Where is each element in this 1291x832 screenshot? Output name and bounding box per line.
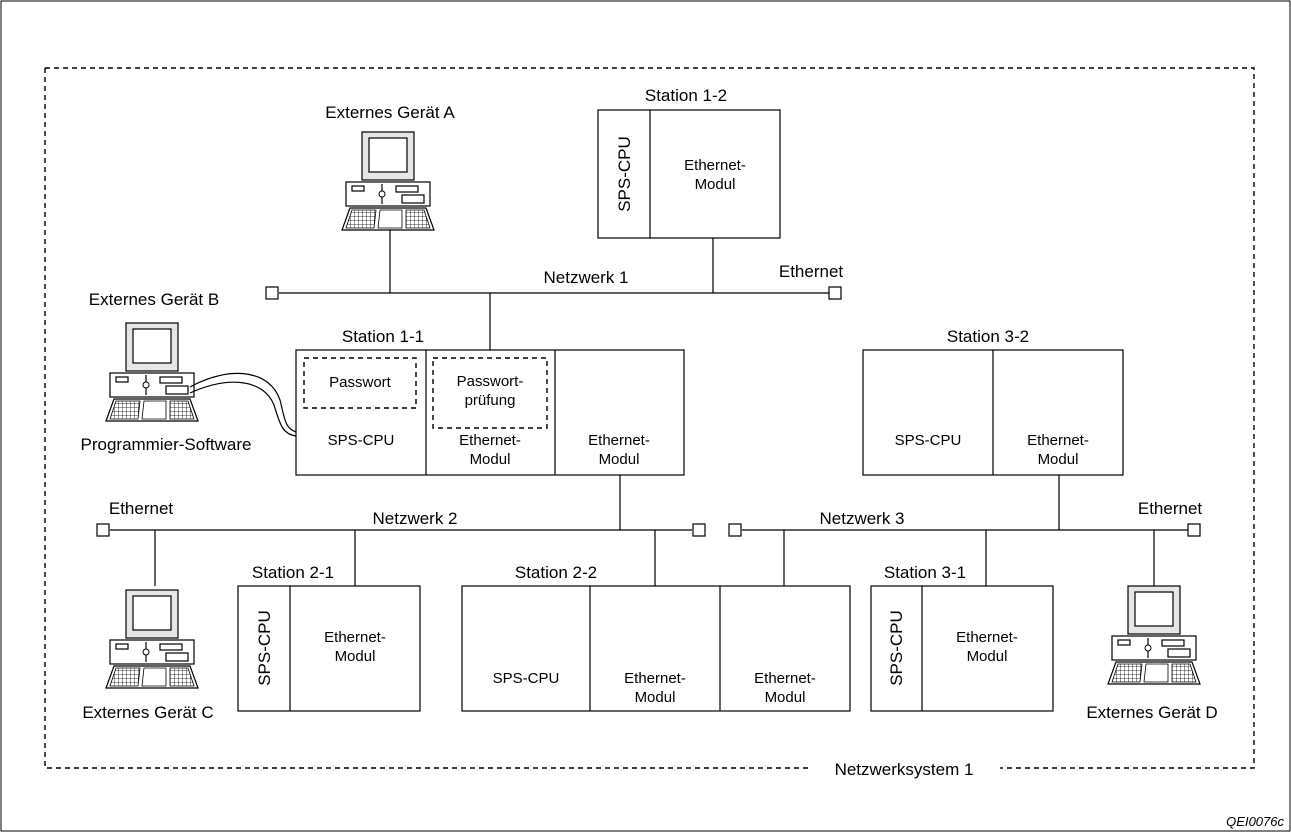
station-2-1-eth-line1: Ethernet- <box>324 629 386 646</box>
station-2-2-title: Station 2-2 <box>515 563 597 582</box>
computer-icon <box>341 131 435 231</box>
station-1-2-title: Station 1-2 <box>645 86 727 105</box>
station-3-1-title: Station 3-1 <box>884 563 966 582</box>
network-1-terminal-left <box>265 286 279 300</box>
station-1-1-cpu-label: SPS-CPU <box>328 432 395 449</box>
station-2-1-title: Station 2-1 <box>252 563 334 582</box>
station-1-1-eth1-line1: Ethernet- <box>459 432 521 449</box>
system-boundary <box>44 67 1255 769</box>
computer-icon <box>105 322 199 422</box>
external-device-b: Externes Gerät B Programmier-Software <box>81 290 297 454</box>
station-3-1-cpu-label: SPS-CPU <box>887 610 906 686</box>
station-1-2-eth-line2: Modul <box>695 176 736 193</box>
password-check-line2: prüfung <box>465 392 516 409</box>
station-1-1-eth1-line2: Modul <box>470 451 511 468</box>
external-device-d: Externes Gerät D <box>1086 585 1218 722</box>
device-c-label: Externes Gerät C <box>82 703 213 722</box>
external-device-a: Externes Gerät A <box>325 103 455 238</box>
password-check-box <box>432 357 548 429</box>
network-1-terminal-right <box>828 286 842 300</box>
station-2-1-eth-line2: Modul <box>335 648 376 665</box>
network-2-medium-label: Ethernet <box>109 499 174 518</box>
network-2-terminal-right <box>692 523 706 537</box>
network-3-label: Netzwerk 3 <box>819 509 904 528</box>
programming-software-label: Programmier-Software <box>81 435 252 454</box>
network-1: Netzwerk 1 Ethernet <box>265 238 844 350</box>
station-2-2-eth2-line2: Modul <box>765 689 806 706</box>
external-device-c: Externes Gerät C <box>82 589 214 722</box>
network-2-label: Netzwerk 2 <box>372 509 457 528</box>
station-3-1-eth-line2: Modul <box>967 648 1008 665</box>
device-d-label: Externes Gerät D <box>1086 703 1217 722</box>
station-2-1: Station 2-1 SPS-CPU Ethernet- Modul <box>237 563 421 712</box>
password-label: Passwort <box>329 374 392 391</box>
station-3-2-cpu-label: SPS-CPU <box>895 432 962 449</box>
network-3-medium-label: Ethernet <box>1138 499 1203 518</box>
network-3-terminal-right <box>1187 523 1201 537</box>
network-1-medium-label: Ethernet <box>779 262 844 281</box>
network-2: Netzwerk 2 Ethernet <box>96 475 706 586</box>
station-1-1-title: Station 1-1 <box>342 327 424 346</box>
computer-icon <box>1107 585 1201 685</box>
station-2-2-eth1-line1: Ethernet- <box>624 670 686 687</box>
system-label: Netzwerksystem 1 <box>835 760 974 779</box>
station-2-2-eth2-line1: Ethernet- <box>754 670 816 687</box>
station-3-1-eth-line1: Ethernet- <box>956 629 1018 646</box>
network-3: Netzwerk 3 Ethernet <box>728 475 1203 586</box>
network-1-label: Netzwerk 1 <box>543 268 628 287</box>
figure-reference: QEI0076c <box>1226 814 1284 829</box>
network-3-terminal-left <box>728 523 742 537</box>
station-3-2: Station 3-2 SPS-CPU Ethernet- Modul <box>862 327 1124 476</box>
station-1-2-eth-line1: Ethernet- <box>684 157 746 174</box>
network-2-terminal-left <box>96 523 110 537</box>
station-2-1-cpu-label: SPS-CPU <box>255 610 274 686</box>
station-1-1-eth2-line2: Modul <box>599 451 640 468</box>
station-3-2-eth-line2: Modul <box>1038 451 1079 468</box>
station-3-2-eth-line1: Ethernet- <box>1027 432 1089 449</box>
password-check-line1: Passwort- <box>457 373 524 390</box>
station-3-1: Station 3-1 SPS-CPU Ethernet- Modul <box>870 563 1054 712</box>
computer-icon <box>105 589 199 689</box>
password-box <box>303 357 417 409</box>
device-b-label: Externes Gerät B <box>89 290 219 309</box>
station-3-2-title: Station 3-2 <box>947 327 1029 346</box>
station-2-2-eth1-line2: Modul <box>635 689 676 706</box>
station-1-2-cpu-label: SPS-CPU <box>615 136 634 212</box>
station-1-2: Station 1-2 SPS-CPU Ethernet- Modul <box>597 86 781 239</box>
station-1-1-eth2-line1: Ethernet- <box>588 432 650 449</box>
station-1-1: Station 1-1 Passwort Passwort- prüfung S… <box>295 327 685 476</box>
device-a-label: Externes Gerät A <box>325 103 455 122</box>
station-2-2-cpu-label: SPS-CPU <box>493 670 560 687</box>
station-2-2: Station 2-2 SPS-CPU Ethernet- Modul Ethe… <box>461 563 851 712</box>
